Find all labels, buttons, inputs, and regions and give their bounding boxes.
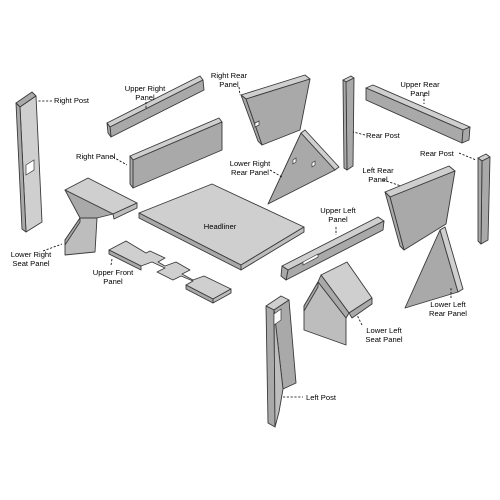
label-lower-left-rear-panel-line2: Rear Panel (429, 309, 467, 318)
label-rear-post-right: Rear Post (420, 149, 455, 158)
label-upper-rear-panel-line2: Panel (410, 89, 430, 98)
leader-lines (37, 86, 477, 398)
upper-rear-panel-part (365, 84, 471, 144)
leader-upper-front-panel (110, 258, 113, 266)
label-upper-right-panel-line1: Upper Right (125, 84, 166, 93)
lower-left-seat-panel-part (303, 261, 373, 346)
upper-front-panel-part (108, 240, 232, 304)
leader-rear-post-right (458, 152, 477, 161)
rear-post-right-part (477, 153, 491, 245)
left-post-part (265, 295, 297, 428)
label-right-panel: Right Panel (76, 152, 116, 161)
label-right-post: Right Post (54, 96, 90, 105)
label-lower-left-rear-panel-line1: Lower Left (430, 300, 466, 309)
leader-left-rear-panel (382, 179, 402, 187)
label-left-rear-panel-line1: Left Rear (362, 166, 394, 175)
right-post-part (15, 91, 43, 233)
lower-right-seat-panel-part (64, 177, 138, 256)
rear-post-center-part (342, 75, 355, 171)
label-lower-right-rear-panel-line1: Lower Right (230, 159, 271, 168)
label-upper-left-panel-line1: Upper Left (320, 206, 356, 215)
lower-right-rear-panel-part (267, 129, 340, 205)
label-right-rear-panel-line2: Panel (219, 80, 239, 89)
leader-right-rear-panel (238, 86, 241, 96)
label-lower-right-rear-panel-line2: Rear Panel (231, 168, 269, 177)
label-lower-left-seat-panel-line1: Lower Left (366, 326, 402, 335)
right-panel-part (129, 117, 223, 189)
upper-left-panel-part (280, 216, 385, 281)
leader-right-panel (112, 156, 128, 166)
label-lower-right-seat-panel-line2: Seat Panel (12, 259, 49, 268)
upper-right-panel-part (106, 75, 205, 138)
label-headliner: Headliner (204, 222, 237, 231)
left-rear-panel-part (384, 165, 456, 251)
leader-lower-left-seat-panel (356, 314, 363, 326)
label-right-rear-panel-line1: Right Rear (211, 71, 248, 80)
label-lower-right-seat-panel-line1: Lower Right (11, 250, 52, 259)
leader-lower-right-seat-panel (42, 243, 63, 252)
leader-lower-right-rear-panel (269, 169, 283, 178)
label-rear-post-center: Rear Post (366, 131, 401, 140)
label-left-post: Left Post (306, 393, 337, 402)
label-lower-left-seat-panel-line2: Seat Panel (365, 335, 402, 344)
leader-rear-post-center (352, 131, 366, 136)
label-left-rear-panel-line2: Panel (368, 175, 388, 184)
right-rear-panel-part (240, 74, 311, 146)
lower-left-rear-panel-part (404, 226, 464, 309)
label-upper-rear-panel-line1: Upper Rear (400, 80, 440, 89)
label-upper-left-panel-line2: Panel (328, 215, 348, 224)
headliner-part (138, 183, 305, 271)
label-upper-front-panel-line1: Upper Front (93, 268, 134, 277)
label-upper-right-panel-line2: Panel (135, 93, 155, 102)
label-upper-front-panel-line2: Panel (103, 277, 123, 286)
